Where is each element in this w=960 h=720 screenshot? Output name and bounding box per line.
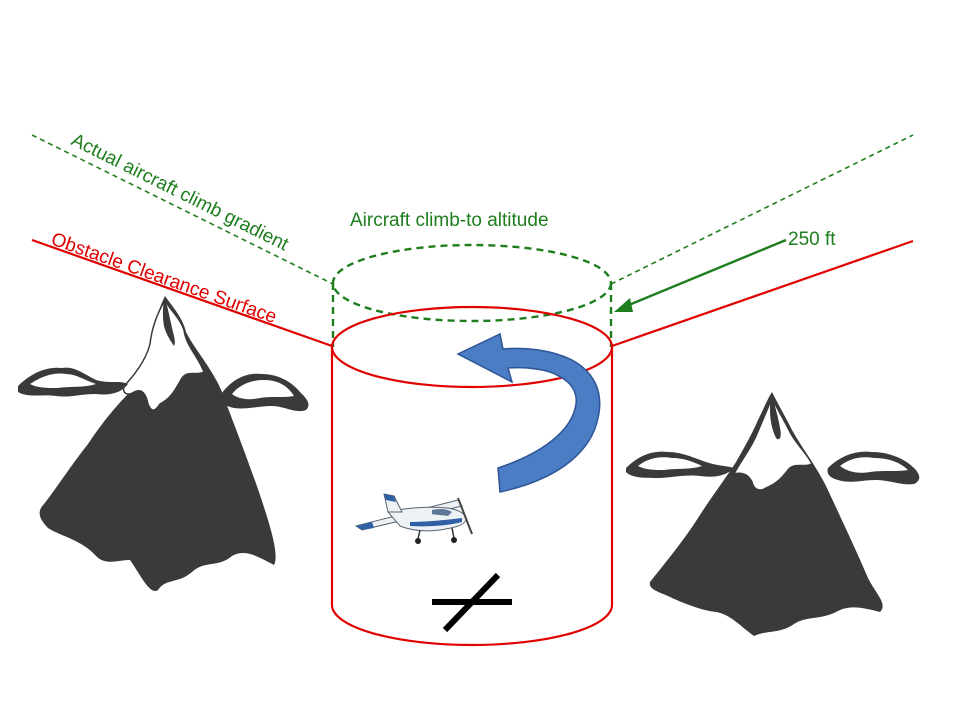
aircraft-stripe xyxy=(410,518,462,527)
right-cloud-right-snow xyxy=(840,457,908,473)
height-offset-arrow xyxy=(614,238,787,312)
curved-turn-arrow-icon xyxy=(456,332,601,493)
navaid-slash xyxy=(442,572,501,633)
right-mountain-body xyxy=(649,392,883,636)
right-mountain-summit xyxy=(770,392,781,440)
cylinder-bottom-arc xyxy=(330,604,614,647)
obstacle-clearance-surface-lines xyxy=(31,238,914,348)
climb-cylinder xyxy=(330,243,614,647)
aircraft-wheel-rear xyxy=(415,538,421,544)
actual-climb-gradient-label: Actual aircraft climb gradient xyxy=(68,130,293,256)
height-offset-label: 250 ft xyxy=(788,229,836,250)
height-offset-arrow-head xyxy=(614,298,633,312)
aircraft-wheel-front xyxy=(451,537,457,543)
left-mountain-snowcap xyxy=(122,298,205,411)
right-cloud-left-snow xyxy=(638,457,702,470)
light-aircraft-icon xyxy=(354,493,473,544)
left-mountain xyxy=(18,296,309,592)
actual-climb-gradient-lines xyxy=(31,134,914,285)
aircraft-tail-accent xyxy=(384,494,396,502)
obstacle-surface-left-line xyxy=(31,238,333,348)
climb-to-altitude-label: Aircraft climb-to altitude xyxy=(350,210,549,231)
aircraft-propeller xyxy=(457,497,473,535)
obstacle-surface-right-line xyxy=(611,239,914,348)
aircraft-gear-front xyxy=(451,527,455,539)
climb-gradient-left-line xyxy=(31,134,334,285)
climb-to-altitude-ellipse xyxy=(331,243,613,323)
turn-arrow-shape xyxy=(456,332,601,493)
height-offset-arrow-line xyxy=(623,238,787,309)
left-cloud-snow xyxy=(30,373,96,388)
left-mountain-body xyxy=(39,296,276,592)
aircraft-window xyxy=(432,508,452,516)
right-mountain-snowcap xyxy=(732,396,814,491)
left-cloud-right-snow xyxy=(232,380,294,400)
aircraft-wing-accent xyxy=(356,522,374,530)
climb-gradient-right-line xyxy=(610,134,914,285)
left-mountain-summit xyxy=(162,296,175,346)
right-mountain xyxy=(626,392,920,636)
navaid-symbol-icon xyxy=(432,572,512,633)
aircraft-gear-rear xyxy=(417,529,421,540)
